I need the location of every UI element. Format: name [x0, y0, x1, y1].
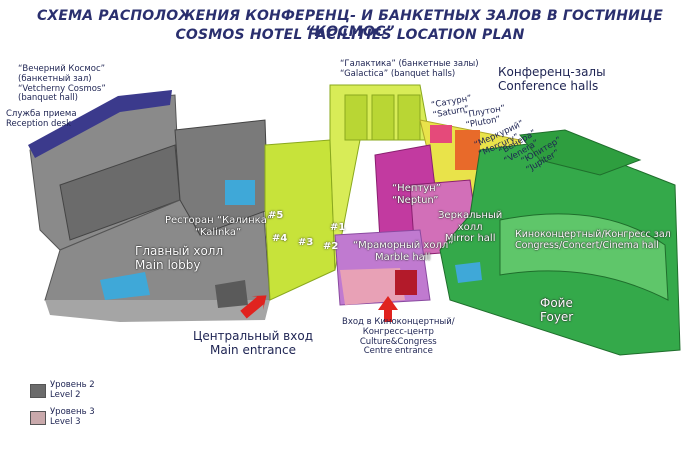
label-culture-entrance: Вход в Киноконцертный/Конгресс-центр Cul…: [342, 317, 455, 357]
label-galaktika: “Галактика” (банкетные залы)“Galactica” …: [340, 59, 479, 79]
label-vecherny: “Вечерний Космос”(банкетный зал) “Vetche…: [18, 64, 106, 104]
jupiter-roof: [519, 129, 642, 176]
legend-swatch-level3: [30, 411, 46, 425]
hall-number-1: #1: [330, 222, 346, 233]
galaktika-room-1: [344, 94, 368, 141]
lobby-water: [100, 272, 150, 300]
kalinka-water: [225, 180, 255, 205]
main-entrance-arrow: [240, 295, 267, 319]
pluton-hall: [455, 130, 480, 170]
galaktika-blocks: [264, 139, 336, 301]
entrance-stairs: [215, 280, 248, 308]
saturn-hall: [430, 125, 452, 143]
lobby-floor: [45, 300, 270, 322]
galaktika-room-2: [371, 94, 395, 141]
label-neptun: “Нептун”“Neptun”: [392, 183, 441, 206]
legend-swatch-level2: [30, 384, 46, 398]
marble-pink: [340, 268, 405, 305]
foyer-water: [455, 262, 482, 283]
title-english: COSMOS HOTEL FACILITIES LOCATION PLAN: [175, 27, 525, 43]
hall-number-3: #3: [298, 237, 314, 248]
label-kalinka: Ресторан “Калинка” “Kalinka”: [165, 215, 273, 238]
title-russian: СХЕМА РАСПОЛОЖЕНИЯ КОНФЕРЕНЦ- И БАНКЕТНЫ…: [36, 8, 664, 40]
label-marble-hall: “Мраморный холл” Marble hall: [353, 240, 454, 263]
hall-number-5: #5: [268, 210, 284, 221]
hall-number-4: #4: [272, 233, 288, 244]
galaktika-room-3: [397, 94, 421, 141]
culture-entrance-stairs: [395, 270, 417, 295]
vecherny-cosmos-roof: [28, 90, 172, 158]
congress-hall-seats: [499, 213, 669, 301]
culture-entrance-arrow: [378, 296, 398, 322]
hall-number-2: #2: [323, 241, 339, 252]
kalinka-block: [174, 119, 269, 236]
